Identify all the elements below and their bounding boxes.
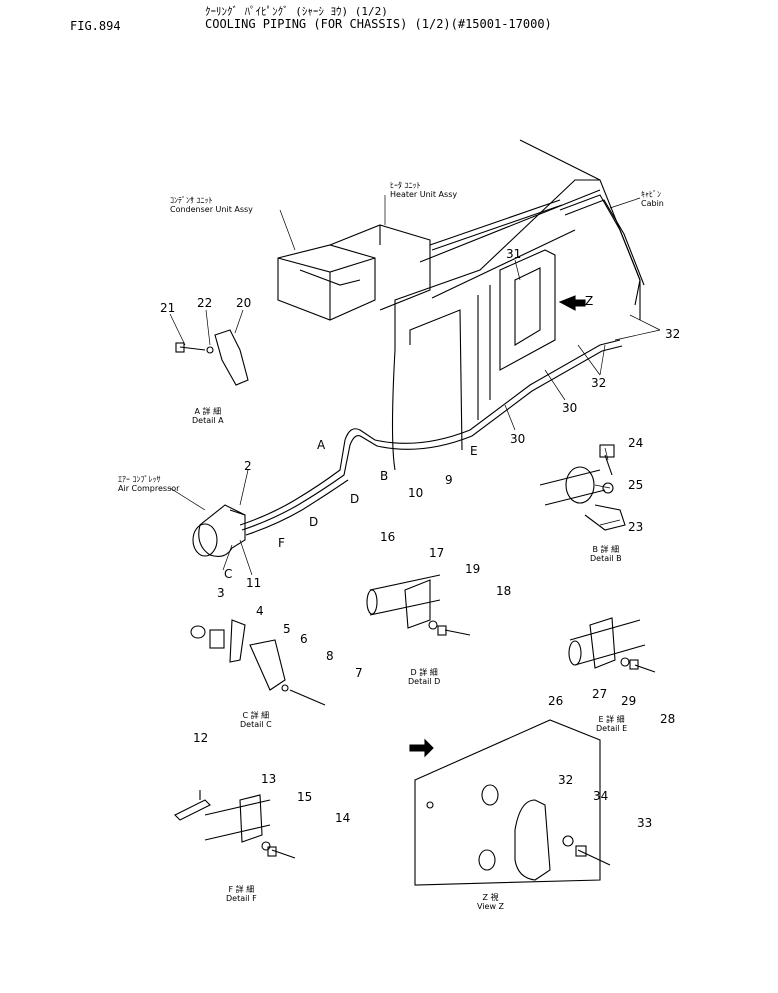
callout-26: 26 (548, 694, 564, 708)
detail-a-caption: A 詳 細 Detail A (192, 407, 224, 425)
callout-28: 28 (660, 712, 676, 726)
detail-a-jp: A 詳 細 (194, 407, 222, 416)
detail-e-jp: E 詳 細 (598, 715, 625, 724)
callout-23: 23 (628, 520, 644, 534)
figure-number: FIG.894 (70, 19, 121, 33)
callout-15: 15 (297, 790, 313, 804)
callout-25: 25 (628, 478, 644, 492)
heater-unit (299, 224, 431, 311)
view-z-jp: Z 視 (482, 893, 499, 902)
detail-f-jp: F 詳 細 (228, 885, 255, 894)
callout-32c: 32 (558, 773, 574, 787)
callout-10: 10 (408, 486, 424, 500)
callout-30b: 30 (510, 432, 526, 446)
condenser-unit (277, 244, 376, 321)
cabin-label-en: Cabin (641, 199, 664, 208)
view-marker-z: Z (585, 294, 594, 308)
detail-c-caption: C 詳 細 Detail C (240, 711, 272, 729)
detail-c-en: Detail C (240, 720, 272, 729)
detail-f-caption: F 詳 細 Detail F (226, 885, 257, 903)
callout-6: 6 (300, 632, 308, 646)
callout-3: 3 (217, 586, 225, 600)
cabin-label: ｷｬﾋﾞﾝ Cabin (641, 190, 664, 208)
air-compressor (192, 504, 246, 557)
page-title: COOLING PIPING (FOR CHASSIS) (1/2)(#1500… (205, 17, 552, 31)
view-marker-c: C (224, 567, 233, 581)
cooling-pipe-run (239, 194, 645, 536)
callout-2: 2 (244, 459, 252, 473)
callout-8: 8 (326, 649, 334, 663)
view-z-en: View Z (477, 902, 505, 911)
callout-7: 7 (355, 666, 363, 680)
callout-11: 11 (246, 576, 262, 590)
callout-22: 22 (197, 296, 213, 310)
callout-19: 19 (465, 562, 481, 576)
compressor-label-en: Air Compressor (118, 484, 180, 493)
callout-33: 33 (637, 816, 653, 830)
view-arrows[interactable] (409, 295, 586, 758)
detail-b-caption: B 詳 細 Detail B (590, 545, 622, 563)
condenser-unit-label: ｺﾝﾃﾞﾝｻ ﾕﾆｯﾄ Condenser Unit Assy (170, 196, 253, 214)
detail-e-parts (568, 617, 656, 673)
callout-9: 9 (445, 473, 453, 487)
callout-27: 27 (592, 687, 608, 701)
detail-e-caption: E 詳 細 Detail E (596, 715, 627, 733)
detail-c-jp: C 詳 細 (242, 711, 270, 720)
detail-b-jp: B 詳 細 (592, 545, 620, 554)
condenser-label-jp: ｺﾝﾃﾞﾝｻ ﾕﾆｯﾄ (170, 196, 213, 205)
callout-31: 31 (506, 247, 522, 261)
view-marker-d: D (350, 492, 360, 506)
callout-34: 34 (593, 789, 609, 803)
callout-20: 20 (236, 296, 252, 310)
view-marker-f: F (278, 536, 285, 550)
air-compressor-label: ｴｱｰ ｺﾝﾌﾟﾚｯｻ Air Compressor (118, 475, 179, 493)
view-marker-a: A (317, 438, 326, 452)
detail-c-parts (190, 619, 326, 706)
callout-12: 12 (193, 731, 209, 745)
heater-label-jp: ﾋｰﾀ ﾕﾆｯﾄ (390, 181, 421, 190)
detail-f-parts (174, 790, 296, 859)
view-z-parts (414, 719, 611, 886)
detail-e-en: Detail E (596, 724, 628, 733)
detail-b-parts (539, 444, 626, 531)
callout-30a: 30 (562, 401, 578, 415)
cabin-label-jp: ｷｬﾋﾞﾝ (641, 190, 661, 199)
leader-lines (169, 195, 661, 576)
heater-label-en: Heater Unit Assy (390, 190, 458, 199)
view-marker-e: E (470, 444, 478, 458)
view-marker-b: B (380, 469, 389, 483)
detail-d-en: Detail D (408, 677, 441, 686)
view-marker-d2: D (309, 515, 319, 529)
callout-32a: 32 (665, 327, 681, 341)
compressor-label-jp: ｴｱｰ ｺﾝﾌﾟﾚｯｻ (118, 475, 161, 484)
callout-17: 17 (429, 546, 445, 560)
view-z-caption: Z 視 View Z (477, 893, 504, 911)
callout-16: 16 (380, 530, 396, 544)
cabin-outline (391, 139, 641, 471)
callout-14: 14 (335, 811, 351, 825)
heater-unit-label: ﾋｰﾀ ﾕﾆｯﾄ Heater Unit Assy (390, 181, 457, 199)
condenser-label-en: Condenser Unit Assy (170, 205, 253, 214)
callout-4: 4 (256, 604, 264, 618)
detail-a-en: Detail A (192, 416, 224, 425)
callout-18: 18 (496, 584, 512, 598)
callout-29: 29 (621, 694, 637, 708)
callout-5: 5 (283, 622, 291, 636)
callout-21: 21 (160, 301, 176, 315)
detail-f-en: Detail F (226, 894, 257, 903)
detail-d-parts (366, 574, 471, 636)
callout-32b: 32 (591, 376, 607, 390)
title-japanese: ｸｰﾘﾝｸﾞ ﾊﾟｲﾋﾟﾝｸﾞ (ｼｬｰｼ ﾖｳ) (1/2) (205, 5, 388, 18)
detail-d-jp: D 詳 細 (410, 668, 438, 677)
detail-b-en: Detail B (590, 554, 622, 563)
detail-a-parts (175, 329, 249, 386)
callout-24: 24 (628, 436, 644, 450)
callout-13: 13 (261, 772, 277, 786)
detail-d-caption: D 詳 細 Detail D (408, 668, 440, 686)
